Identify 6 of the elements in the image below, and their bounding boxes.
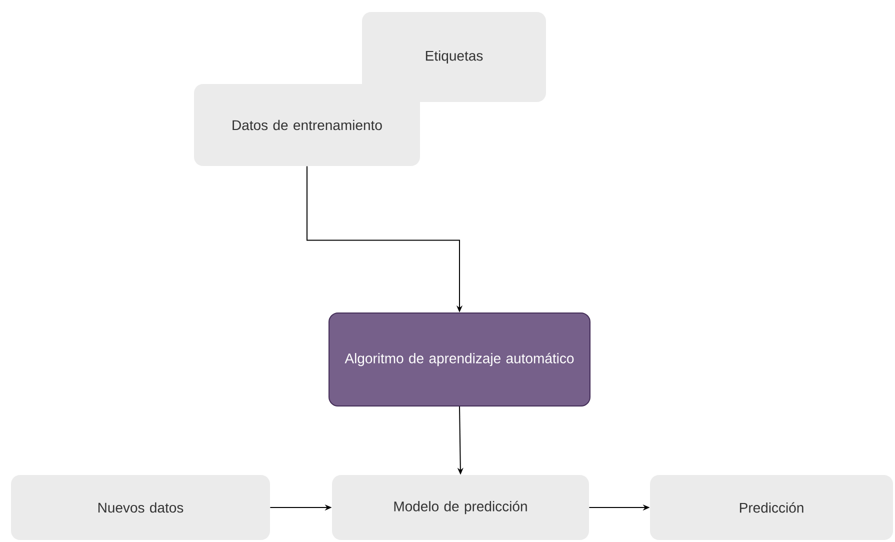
process-box: Algoritmo de aprendizaje automático [328,312,590,406]
data-box: Nuevos datos [11,475,270,540]
data-box: Datos de entrenamiento [194,84,420,166]
data-box: Etiquetas [362,12,546,102]
data-box: Predicción [650,475,893,540]
data-box: Modelo de predicción [332,475,589,540]
